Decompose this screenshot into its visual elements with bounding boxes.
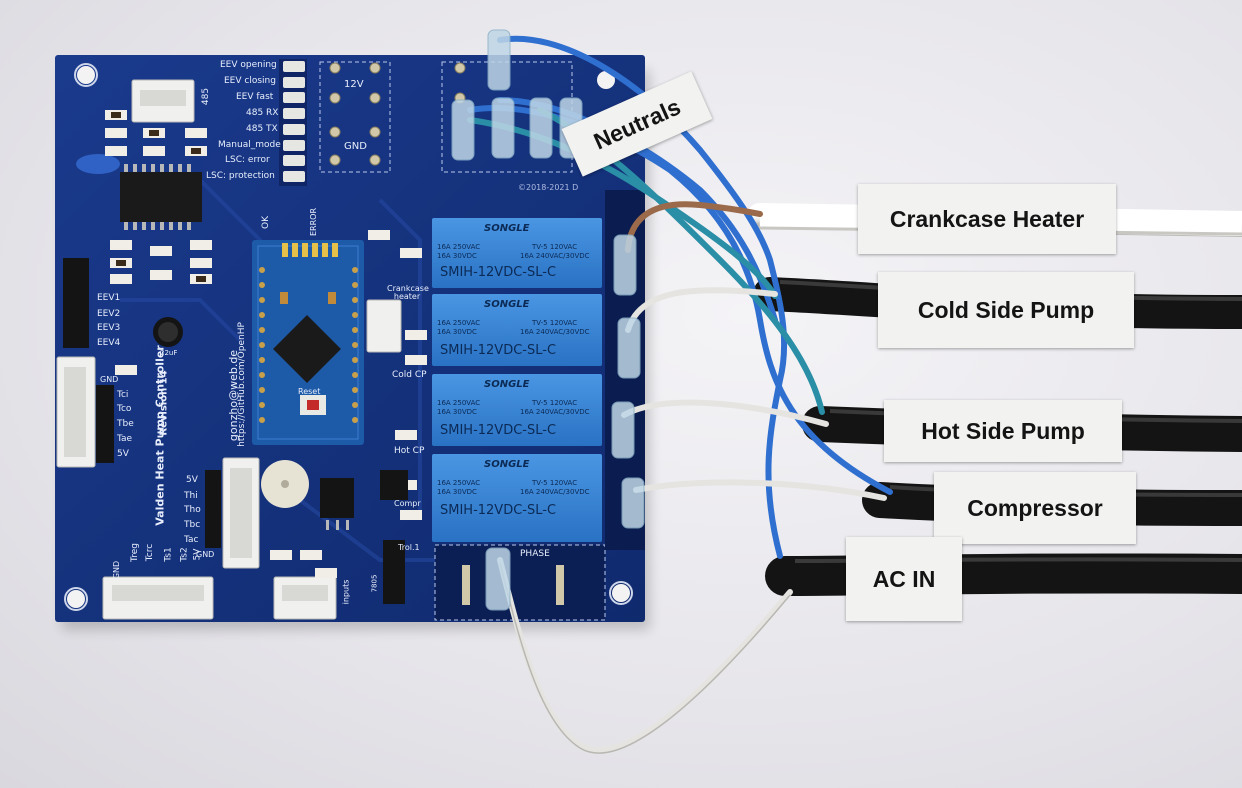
sensor-header-mid (205, 470, 221, 548)
led-label-7: LSC: protection (206, 171, 275, 181)
gnd-label: GND (344, 141, 367, 152)
relay-rating-l2: 16A 30VDC (437, 328, 477, 336)
cap-label: 22uF (160, 349, 178, 357)
fuse-pins (462, 565, 564, 605)
revision-label: Revision 14 (158, 370, 170, 436)
transistors (320, 470, 408, 604)
relay-rating-l1: 16A 250VAC (437, 319, 481, 327)
sensor-bottom-0: GND (112, 560, 122, 580)
crankcase-pcb-label: Crankcase heater (387, 284, 429, 301)
ok-label: OK (261, 216, 271, 229)
reset-label: Reset (298, 387, 321, 396)
relay-rating-r1: TV-5 120VAC (532, 319, 578, 327)
sensor-bottom-2: Tcrc (145, 543, 156, 562)
sensor-left-1: Tci (117, 390, 129, 400)
relay-rating-l1: 16A 250VAC (437, 243, 481, 251)
relay-rating-r2: 16A 240VAC/30VDC (520, 488, 590, 496)
sensor-header (96, 385, 114, 463)
led-column (279, 59, 307, 186)
relay-model: SMIH-12VDC-SL-C (440, 423, 557, 438)
compr-label: Compr (394, 499, 421, 508)
l7805-label: 7805 (370, 574, 379, 593)
sensor-left-0: GND (100, 375, 119, 384)
phase-label: PHASE (520, 549, 550, 559)
copyright-label: ©2018-2021 D (518, 183, 579, 192)
relay-rating-r2: 16A 240VAC/30VDC (520, 328, 590, 336)
sensor-bottom-5: 5V (192, 548, 203, 561)
i485-label: 485 (201, 87, 212, 106)
relay-model: SMIH-12VDC-SL-C (440, 265, 557, 280)
hot-side-pump-label: Hot Side Pump (884, 400, 1122, 462)
white-wires (497, 287, 887, 753)
led-label-6: LSC: error (225, 155, 270, 165)
sensor-mid-4: Tac (184, 535, 199, 545)
compressor-label: Compressor (934, 472, 1136, 544)
relay-brand: SONGLE (484, 379, 530, 390)
led-label-4: 485 TX (246, 124, 278, 134)
relay-brand: SONGLE (484, 223, 530, 234)
led-label-3: 485 RX (246, 108, 279, 118)
relay-rating-r1: TV-5 120VAC (532, 399, 578, 407)
fuse-label: Trol.1 (398, 543, 420, 552)
eev3-label: EEV3 (97, 323, 121, 333)
sensor-mid-5: GND (196, 550, 215, 559)
sensor-left-3: Tbe (117, 419, 134, 429)
relay-rating-r1: TV-5 120VAC (532, 243, 578, 251)
hot-cp-label: Hot CP (394, 446, 425, 456)
brown-wire (625, 201, 763, 253)
led-label-2: EEV fast (236, 92, 274, 102)
relay-rating-l2: 16A 30VDC (437, 488, 477, 496)
sensor-left-2: Tco (117, 404, 132, 414)
connector-slots (64, 90, 328, 601)
v12-label: 12V (344, 79, 364, 90)
relay-rating-r2: 16A 240VAC/30VDC (520, 408, 590, 416)
relay-model: SMIH-12VDC-SL-C (440, 503, 557, 518)
relay-rating-l2: 16A 30VDC (437, 252, 477, 260)
smd-dark (111, 112, 206, 282)
inputs-label: inputs (341, 579, 351, 605)
relays (432, 218, 602, 542)
eev2-label: EEV2 (97, 309, 121, 319)
sensor-bottom-1: Treg (129, 543, 140, 562)
relay-rating-l1: 16A 250VAC (437, 479, 481, 487)
eev-header (63, 258, 89, 348)
relay-rating-l2: 16A 30VDC (437, 408, 477, 416)
sensor-mid-1: Thi (184, 491, 198, 501)
ic-chip (120, 164, 202, 230)
sensor-bottom-4: Ts2 (179, 547, 190, 562)
led-label-1: EEV closing (224, 76, 276, 86)
sensor-mid-2: Tho (184, 505, 201, 515)
ac-in-label: AC IN (846, 537, 962, 621)
crankcase-heater-label: Crankcase Heater (858, 184, 1116, 254)
relay-brand: SONGLE (484, 459, 530, 470)
relay-rating-r2: 16A 240VAC/30VDC (520, 252, 590, 260)
led-label-5: Manual_mode (218, 140, 281, 150)
relay-model: SMIH-12VDC-SL-C (440, 343, 557, 358)
cold-side-pump-label: Cold Side Pump (878, 272, 1134, 348)
eev1-label: EEV1 (97, 293, 121, 303)
led-label-0: EEV opening (220, 60, 277, 70)
power-pins (329, 62, 466, 166)
error-label: ERROR (309, 207, 319, 237)
relay-rating-r1: TV-5 120VAC (532, 479, 578, 487)
arduino-board (252, 240, 364, 445)
github-label: https://GitHub.com/OpenHP (236, 322, 247, 447)
cold-cp-label: Cold CP (392, 370, 427, 380)
sensor-mid-0: 5V (186, 475, 198, 485)
ferrules (451, 29, 645, 611)
eev4-label: EEV4 (97, 338, 121, 348)
sensor-left-5: 5V (117, 449, 129, 459)
relay-rating-l1: 16A 250VAC (437, 399, 481, 407)
sensor-mid-3: Tbc (184, 520, 201, 530)
sensor-bottom-3: Ts1 (163, 547, 174, 562)
ceramic-capacitor (76, 154, 120, 174)
sensor-left-4: Tae (117, 434, 133, 444)
relay-brand: SONGLE (484, 299, 530, 310)
